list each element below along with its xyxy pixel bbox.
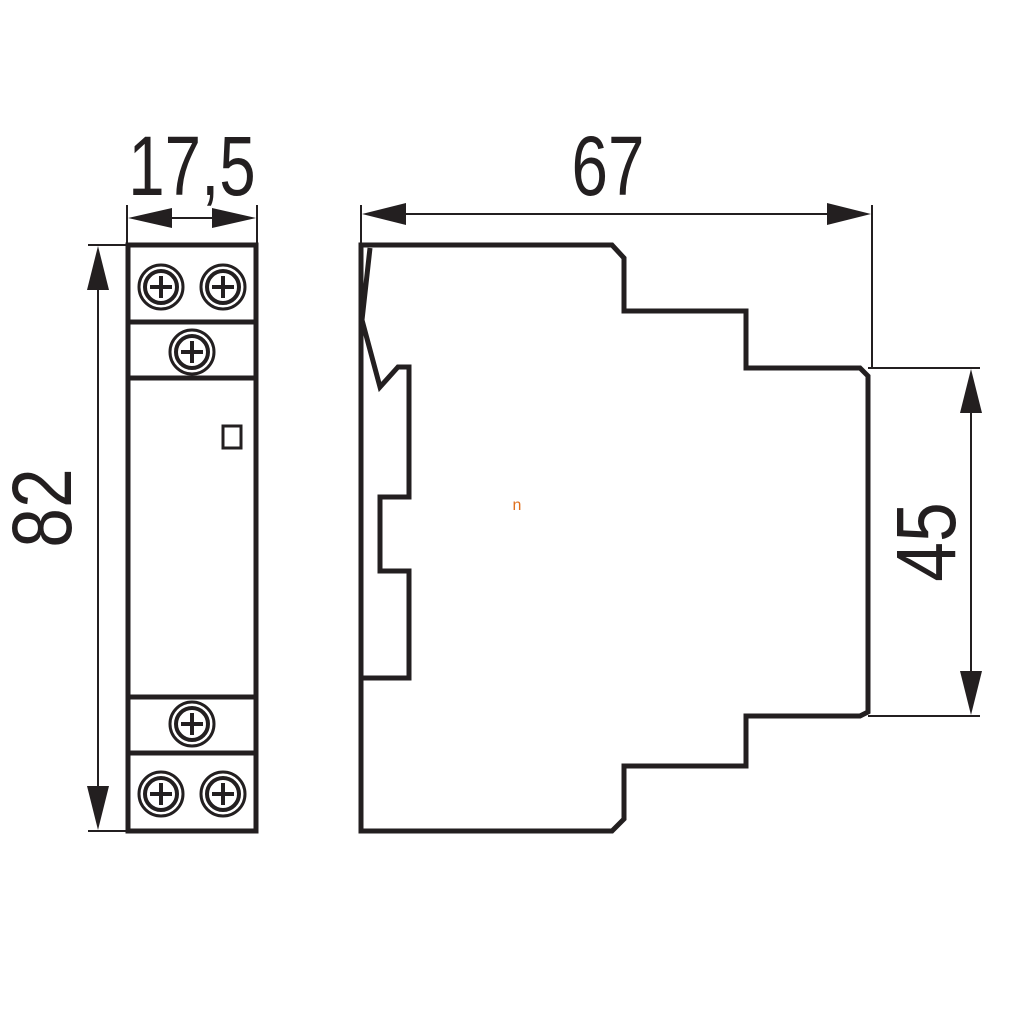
front-view xyxy=(125,242,259,834)
arrow-up-icon xyxy=(87,246,109,290)
front-body-outline xyxy=(125,242,259,834)
side-profile-outline xyxy=(358,242,871,834)
arrow-down-icon xyxy=(87,786,109,830)
arrow-right-icon xyxy=(827,203,871,225)
screw-icon xyxy=(168,328,216,376)
dimension-height: 82 xyxy=(0,244,128,832)
screw-icon xyxy=(137,263,185,311)
center-marker: n xyxy=(513,497,522,514)
front-height-label: 45 xyxy=(878,502,973,581)
dimension-depth: 67 xyxy=(360,119,873,368)
arrow-left-icon xyxy=(362,203,406,225)
dimension-width-front: 17,5 xyxy=(126,119,258,245)
width-front-label: 17,5 xyxy=(128,119,256,213)
screw-icon xyxy=(199,263,247,311)
arrow-down-icon xyxy=(960,671,982,715)
screw-icon xyxy=(199,770,247,818)
indicator-window xyxy=(221,424,243,450)
screw-icon xyxy=(168,700,216,748)
side-view xyxy=(358,242,871,834)
din-rail-clip-upper xyxy=(359,247,412,681)
arrow-up-icon xyxy=(960,369,982,413)
screw-icon xyxy=(137,770,185,818)
arrow-right-icon xyxy=(212,208,256,228)
arrow-left-icon xyxy=(128,208,172,228)
height-label: 82 xyxy=(0,468,89,547)
depth-label: 67 xyxy=(572,119,645,213)
terminal-screws xyxy=(137,263,247,818)
dimension-front-height: 45 xyxy=(868,367,982,717)
